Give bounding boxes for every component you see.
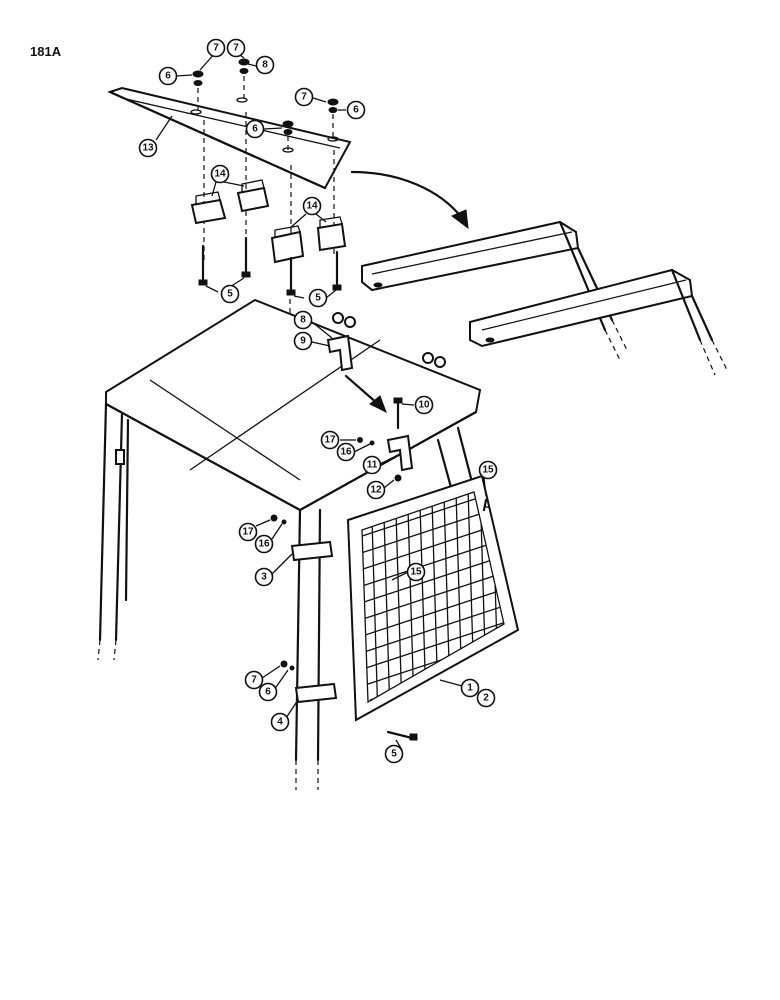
top-hardware [192, 58, 339, 135]
svg-text:1: 1 [467, 683, 473, 694]
callout-c17: 16 [336, 442, 356, 462]
svg-text:6: 6 [165, 71, 171, 82]
callout-c14: 9 [293, 331, 313, 351]
callout-c4: 8 [255, 55, 275, 75]
u-clamps [190, 179, 347, 264]
svg-text:9: 9 [300, 336, 306, 347]
callout-c25: 7 [244, 670, 264, 690]
svg-text:17: 17 [324, 435, 336, 446]
callout-c26: 6 [258, 682, 278, 702]
callout-c18: 11 [362, 455, 382, 475]
callout-c22: 16 [254, 534, 274, 554]
callout-c29: 4 [270, 712, 290, 732]
bracket-8-9 [326, 334, 387, 414]
svg-text:2: 2 [483, 693, 489, 704]
svg-text:13: 13 [142, 143, 154, 154]
svg-text:15: 15 [482, 465, 494, 476]
callout-c5: 7 [294, 87, 314, 107]
callout-c30: 5 [384, 744, 404, 764]
svg-text:16: 16 [340, 447, 352, 458]
callout-c20: 15 [478, 460, 498, 480]
callout-c28: 2 [476, 688, 496, 708]
leader-lines [155, 51, 487, 751]
callout-c13: 8 [293, 310, 313, 330]
callout-c7: 6 [245, 119, 265, 139]
callout-c9: 14 [210, 164, 230, 184]
mesh-grid [362, 492, 504, 702]
svg-text:16: 16 [258, 539, 270, 550]
screen-hinge-hardware [357, 397, 414, 482]
svg-text:7: 7 [213, 43, 219, 54]
callout-c19: 12 [366, 480, 386, 500]
callout-c21: 17 [238, 522, 258, 542]
callout-c8: 13 [138, 138, 158, 158]
svg-text:3: 3 [261, 572, 267, 583]
svg-text:8: 8 [300, 315, 306, 326]
svg-text:10: 10 [418, 400, 430, 411]
callout-c11: 5 [220, 284, 240, 304]
callout-c12: 5 [308, 288, 328, 308]
svg-text:14: 14 [306, 201, 318, 212]
svg-text:8: 8 [262, 60, 268, 71]
svg-text:7: 7 [251, 675, 257, 686]
svg-text:7: 7 [233, 43, 239, 54]
callout-c27: 1 [460, 678, 480, 698]
mesh-screen [346, 474, 520, 741]
svg-text:14: 14 [214, 169, 226, 180]
svg-text:7: 7 [301, 92, 307, 103]
svg-text:5: 5 [227, 289, 233, 300]
svg-text:17: 17 [242, 527, 254, 538]
svg-text:12: 12 [370, 485, 382, 496]
callout-c16: 17 [320, 430, 340, 450]
long-bolts [198, 236, 342, 296]
callout-c10: 14 [302, 196, 322, 216]
roll-bar-frames [361, 220, 729, 376]
callout-c2: 7 [226, 38, 246, 58]
svg-text:6: 6 [265, 687, 271, 698]
callout-c23: 15 [406, 562, 426, 582]
svg-text:6: 6 [353, 105, 359, 116]
cab-bolts [332, 312, 446, 368]
callout-c15: 10 [414, 395, 434, 415]
svg-text:6: 6 [252, 124, 258, 135]
svg-text:5: 5 [315, 293, 321, 304]
svg-text:5: 5 [391, 749, 397, 760]
callout-c3: 6 [158, 66, 178, 86]
arrow-to-rollbars [350, 170, 469, 230]
callout-c6: 6 [346, 100, 366, 120]
callout-c24: 3 [254, 567, 274, 587]
svg-text:11: 11 [367, 460, 378, 471]
svg-text:15: 15 [410, 567, 422, 578]
leg-clamps [270, 514, 338, 704]
canopy-top-plate [107, 86, 352, 190]
callout-c1: 7 [206, 38, 226, 58]
page-label: 181A [30, 44, 62, 59]
svg-text:4: 4 [277, 717, 283, 728]
